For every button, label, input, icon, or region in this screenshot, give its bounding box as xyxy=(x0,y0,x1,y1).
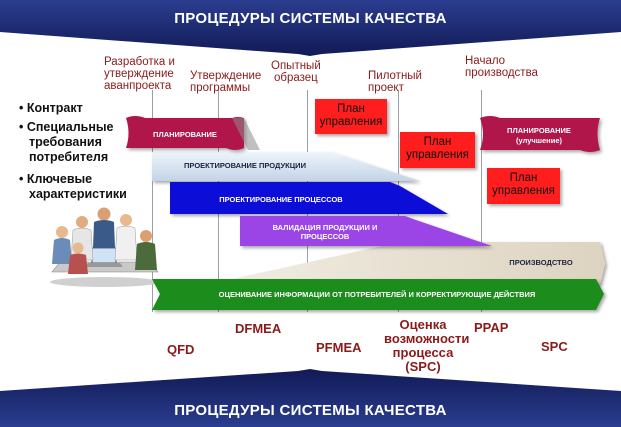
bottom-banner xyxy=(0,369,621,427)
process-design-bar xyxy=(170,182,448,214)
planning-improvement-label: ПЛАНИРОВАНИЕ (улучшение) xyxy=(507,126,571,145)
bullet-key-characteristics: • Ключевые характеристики xyxy=(19,172,127,201)
feedback-label: ОЦЕНИВАНИЕ ИНФОРМАЦИИ ОТ ПОТРЕБИТЕЛЕЙ И … xyxy=(218,290,536,299)
milestone-line-5 xyxy=(481,90,482,312)
validation-label: ВАЛИДАЦИЯ ПРОДУКЦИИ И ПРОЦЕССОВ xyxy=(272,223,378,241)
bullet-contract: • Контракт xyxy=(19,101,83,115)
tool-ppap: PPAP xyxy=(474,320,509,335)
production-label: ПРОИЗВОДСТВО xyxy=(509,258,573,267)
phase-prototype: Опытный образец xyxy=(271,60,321,84)
phase-program-approval: Утверждение программы xyxy=(190,70,262,94)
phase-launch: Начало производства xyxy=(465,55,538,79)
planning-label: ПЛАНИРОВАНИЕ xyxy=(153,130,217,139)
top-banner xyxy=(0,0,621,56)
control-plan-production: План управления xyxy=(487,168,560,204)
planning-improvement-bar xyxy=(480,116,600,152)
production-bar xyxy=(210,242,605,284)
product-design-label: ПРОЕКТИРОВАНИЕ ПРОДУКЦИИ xyxy=(184,161,306,170)
planning-bar xyxy=(126,116,244,150)
tool-capability: Оценка возможности процесса (SPC) xyxy=(384,317,470,374)
validation-bar xyxy=(240,216,492,246)
feedback-bar xyxy=(152,279,604,310)
team-illustration xyxy=(50,207,160,287)
control-plan-prototype: План управления xyxy=(315,99,387,134)
bullet-customer-requirements: • Специальные требования потребителя xyxy=(19,120,114,164)
control-plan-prepilot: План управления xyxy=(400,132,475,168)
phase-concept: Разработка и утверждение аванпроекта xyxy=(104,56,175,92)
tool-pfmea: PFMEA xyxy=(316,340,362,355)
product-design-bar xyxy=(152,152,420,181)
tool-dfmea: DFMEA xyxy=(235,321,282,336)
phase-pilot: Пилотный проект xyxy=(368,70,422,94)
top-banner-title: ПРОЦЕДУРЫ СИСТЕМЫ КАЧЕСТВА xyxy=(174,10,447,27)
bottom-banner-title: ПРОЦЕДУРЫ СИСТЕМЫ КАЧЕСТВА xyxy=(174,402,447,419)
tool-qfd: QFD xyxy=(167,342,195,357)
process-design-label: ПРОЕКТИРОВАНИЕ ПРОЦЕССОВ xyxy=(219,195,343,204)
tool-spc: SPC xyxy=(541,339,568,354)
milestone-line-1 xyxy=(152,90,153,312)
